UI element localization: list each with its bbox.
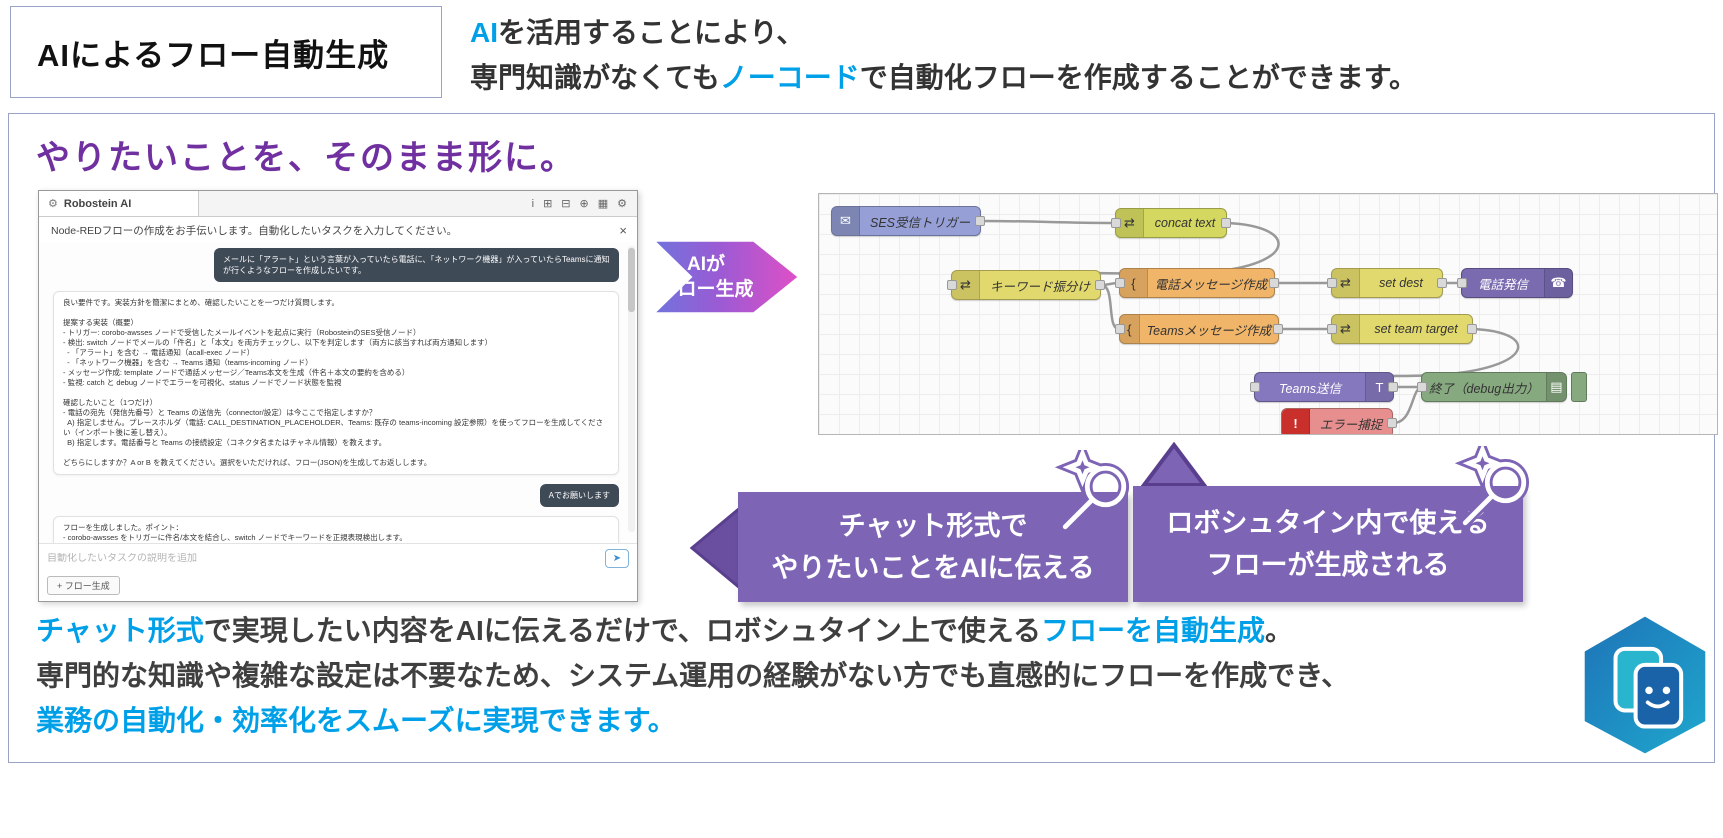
flow-node-set-team-target[interactable]: ⇄ set team target [1327,314,1477,344]
subtitle-line-1: AIを活用することにより、 [470,17,805,48]
slide-title-box: AIによるフロー自動生成 [10,6,442,98]
chat-toolbar: i ⊞ ⊟ ⊕ ▦ ⚙ [532,191,637,216]
flow-node-set-dest[interactable]: ⇄ set dest [1327,268,1447,298]
chat-scrollbar-thumb[interactable] [628,248,635,312]
close-icon[interactable]: × [619,222,627,238]
slide-title: AIによるフロー自動生成 [37,37,390,73]
flow-node-teams-message-template[interactable]: { Teamsメッセージ作成 [1115,314,1283,344]
flow-node-teams-send[interactable]: Teams送信 T [1250,372,1398,402]
pointer-left-arrow [689,504,742,592]
settings-icon[interactable]: ⚙ [617,198,627,210]
slide-subtitle: AIを活用することにより、 専門知識がなくてもノーコードで自動化フローを作成する… [470,10,1417,100]
footer-line-1: チャット形式で実現したい内容をAIに伝えるだけで、ロボシュタイン上で使えるフロー… [36,615,1293,646]
chat-intro-text: Node-REDフローの作成をお手伝いします。自動化したいタスクを入力してくださ… [51,225,458,237]
ai-message: 良い要件です。実装方針を簡潔にまとめ、確認したいことを一つだけ質問します。 提案… [53,291,619,475]
copy-icon[interactable]: ⊞ [543,198,553,210]
send-icon: ➤ [612,553,622,564]
flow-node-phone-call[interactable]: 電話発信 ☎ [1457,268,1573,298]
flow-editor-panel: ✉ SES受信トリガー ⇄ concat text ⇄ キーワード振分け { 電… [818,193,1718,435]
chat-tab[interactable]: ⚙ Robostein AI [39,191,199,216]
chat-input-row: ➤ [39,543,637,573]
flow-node-ses-trigger[interactable]: ✉ SES受信トリガー [831,206,985,236]
flow-node-debug-end[interactable]: 終了（debug出力） ▤ [1417,372,1567,402]
footer-line-3: 業務の自動化・効率化をスムーズに実現できます。 [36,705,676,736]
ai-generates-arrow-label: AIが フロー生成 [658,254,754,300]
flow-node-phone-message-template[interactable]: { 電話メッセージ作成 [1115,268,1279,298]
gear-icon: ⚙ [48,198,58,210]
send-button[interactable]: ➤ [605,549,629,568]
generate-flow-button[interactable]: + フロー生成 [47,576,120,595]
footer-description: チャット形式で実現したい内容をAIに伝えるだけで、ロボシュタイン上で使えるフロー… [36,608,1349,743]
ai-message: フローを生成しました。ポイント： - corobo-awsses をトリガーに件… [53,516,619,543]
phone-icon: ☎ [1544,269,1572,297]
chat-message-area: メールに「アラート」という言葉が入っていたら電話に、「ネットワーク機器」が入って… [39,242,637,543]
chat-task-input[interactable] [47,553,599,564]
ai-generates-arrow-shape [647,238,803,316]
chat-intro-row: Node-REDフローの作成をお手伝いします。自動化したいタスクを入力してくださ… [39,217,637,242]
grid-icon[interactable]: ▦ [597,198,609,210]
debug-toggle-button[interactable] [1571,372,1587,402]
subtitle-line-2: 専門知識がなくてもノーコードで自動化フローを作成することができます。 [470,62,1417,93]
ai-generates-arrow: AIが フロー生成 [647,238,803,316]
brace-icon: { [1120,315,1140,343]
flow-node-concat-text[interactable]: ⇄ concat text [1111,208,1231,238]
add-icon[interactable]: ⊕ [579,198,589,210]
callout-flow: ロボシュタイン内で使える フローが生成される [1133,486,1523,602]
pointer-up-arrow [1141,442,1207,487]
chat-titlebar: ⚙ Robostein AI i ⊞ ⊟ ⊕ ▦ ⚙ [39,191,637,217]
flow-node-error-catch[interactable]: ! エラー捕捉 [1281,408,1397,434]
mail-icon: ✉ [832,207,860,235]
callout-chat: チャット形式で やりたいことをAIに伝える [738,492,1128,602]
chat-window: ⚙ Robostein AI i ⊞ ⊟ ⊕ ▦ ⚙ Node-REDフローの作… [38,190,638,602]
footer-line-2: 専門的な知識や複雑な設定は不要なため、システム運用の経験がない方でも直感的にフロ… [36,660,1350,691]
robostein-logo [1584,616,1706,754]
chat-bottom-row: + フロー生成 [39,573,637,601]
flow-node-keyword-switch[interactable]: ⇄ キーワード振分け [947,270,1105,300]
debug-icon: ▤ [1545,373,1566,401]
user-message: メールに「アラート」という言葉が入っていたら電話に、「ネットワーク機器」が入って… [214,248,619,282]
delete-icon[interactable]: ⊟ [561,198,571,210]
user-message: Aでお願いします [539,484,619,507]
error-icon: ! [1282,409,1310,434]
section-heading: やりたいことを、そのまま形に。 [36,139,576,177]
chat-scrollbar[interactable] [628,246,635,532]
chat-window-title: Robostein AI [63,197,132,210]
info-icon[interactable]: i [531,197,535,210]
